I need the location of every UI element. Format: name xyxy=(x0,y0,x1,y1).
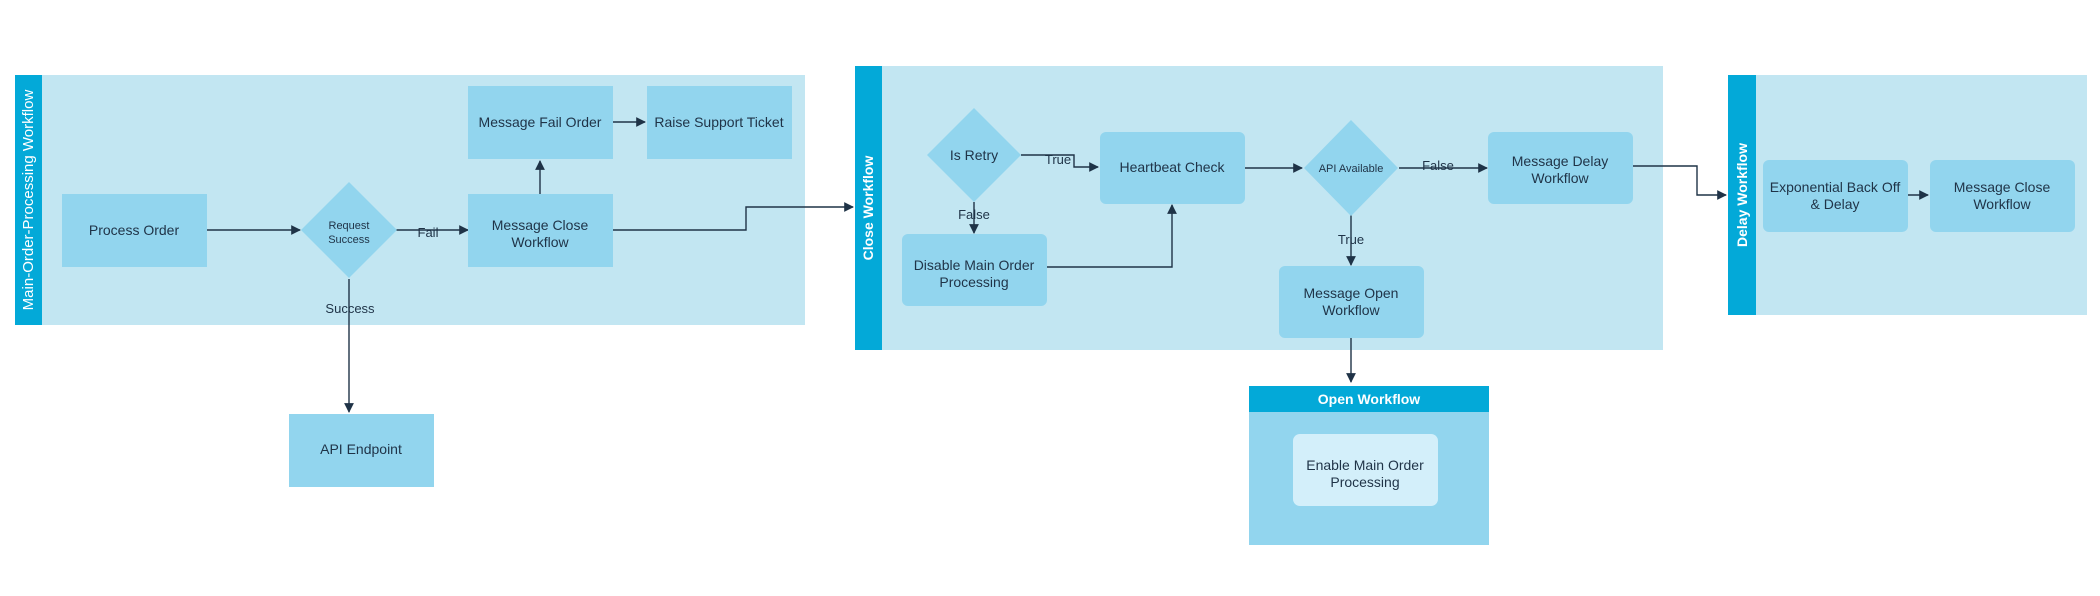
edge-label-fail: Fail xyxy=(418,225,439,240)
lane-delay-title: Delay Workflow xyxy=(1734,143,1750,247)
node-request-success-label-1: Request xyxy=(329,220,370,232)
node-request-success-label-2: Success xyxy=(328,234,370,246)
lane-close-title: Close Workflow xyxy=(860,156,876,261)
node-enable-main-order-label-1: Enable Main Order xyxy=(1306,457,1424,473)
edges xyxy=(207,117,1929,413)
node-disable-main-order[interactable]: Disable Main Order Processing xyxy=(902,234,1047,306)
node-disable-main-order-label-2: Processing xyxy=(939,274,1008,290)
edge-label-success: Success xyxy=(325,301,375,316)
node-heartbeat-check-label: Heartbeat Check xyxy=(1119,159,1225,175)
node-process-order[interactable]: Process Order xyxy=(62,194,207,267)
edge-close-to-delay-lane xyxy=(1632,165,1727,200)
node-message-open-workflow[interactable]: Message Open Workflow xyxy=(1279,266,1424,338)
node-raise-support-ticket[interactable]: Raise Support Ticket xyxy=(647,86,792,159)
node-message-close-workflow-label-1: Message Close xyxy=(492,217,589,233)
edge-main-to-close-lane xyxy=(612,202,854,231)
node-api-endpoint-label: API Endpoint xyxy=(320,441,402,457)
node-is-retry[interactable]: Is Retry xyxy=(927,108,1021,202)
node-api-endpoint[interactable]: API Endpoint xyxy=(289,414,434,487)
node-exponential-backoff-label-1: Exponential Back Off xyxy=(1770,179,1901,195)
node-message-delay-workflow-label-2: Workflow xyxy=(1531,170,1589,186)
node-message-close-workflow-2-label-2: Workflow xyxy=(1973,196,2031,212)
lane-main-header xyxy=(15,75,42,325)
edge-label-false-retry: False xyxy=(958,207,990,222)
lane-delay-header xyxy=(1728,75,1756,315)
node-exponential-backoff[interactable]: Exponential Back Off & Delay xyxy=(1763,160,1908,232)
node-message-open-workflow-label-1: Message Open xyxy=(1304,285,1399,301)
lane-open-title: Open Workflow xyxy=(1318,391,1421,407)
node-is-retry-label: Is Retry xyxy=(950,147,998,163)
node-exponential-backoff-label-2: & Delay xyxy=(1810,196,1859,212)
node-message-close-workflow[interactable]: Message Close Workflow xyxy=(468,194,613,267)
edge-retry-to-heartbeat xyxy=(1021,154,1099,172)
node-api-available[interactable]: API Available xyxy=(1304,120,1398,216)
node-message-close-workflow-label-2: Workflow xyxy=(511,234,569,250)
edge-disable-to-heartbeat xyxy=(1046,204,1177,268)
node-disable-main-order-label-1: Disable Main Order xyxy=(914,257,1035,273)
node-enable-main-order-label-2: Processing xyxy=(1330,474,1399,490)
node-message-delay-workflow-label-1: Message Delay xyxy=(1512,153,1609,169)
lane-close-header xyxy=(855,66,882,350)
edge-label-false-api: False xyxy=(1422,158,1454,173)
node-message-close-workflow-2-label-1: Message Close xyxy=(1954,179,2051,195)
node-message-close-workflow-2[interactable]: Message Close Workflow xyxy=(1930,160,2075,232)
node-message-delay-workflow[interactable]: Message Delay Workflow xyxy=(1488,132,1633,204)
node-raise-support-ticket-label: Raise Support Ticket xyxy=(654,114,783,130)
lane-main-title: Main-Order-Processing Workflow xyxy=(20,90,37,311)
edge-label-true-api: True xyxy=(1338,232,1364,247)
node-message-open-workflow-label-2: Workflow xyxy=(1322,302,1380,318)
node-message-fail-order-label: Message Fail Order xyxy=(479,114,602,130)
edge-label-true-retry: True xyxy=(1045,152,1071,167)
node-api-available-label: API Available xyxy=(1319,163,1384,175)
node-process-order-label: Process Order xyxy=(89,222,180,238)
node-heartbeat-check[interactable]: Heartbeat Check xyxy=(1100,132,1245,204)
node-message-fail-order[interactable]: Message Fail Order xyxy=(468,86,613,159)
node-request-success[interactable]: Request Success xyxy=(301,182,397,278)
lane-open-header xyxy=(1249,386,1489,412)
node-enable-main-order[interactable]: Enable Main Order Processing xyxy=(1293,434,1438,506)
